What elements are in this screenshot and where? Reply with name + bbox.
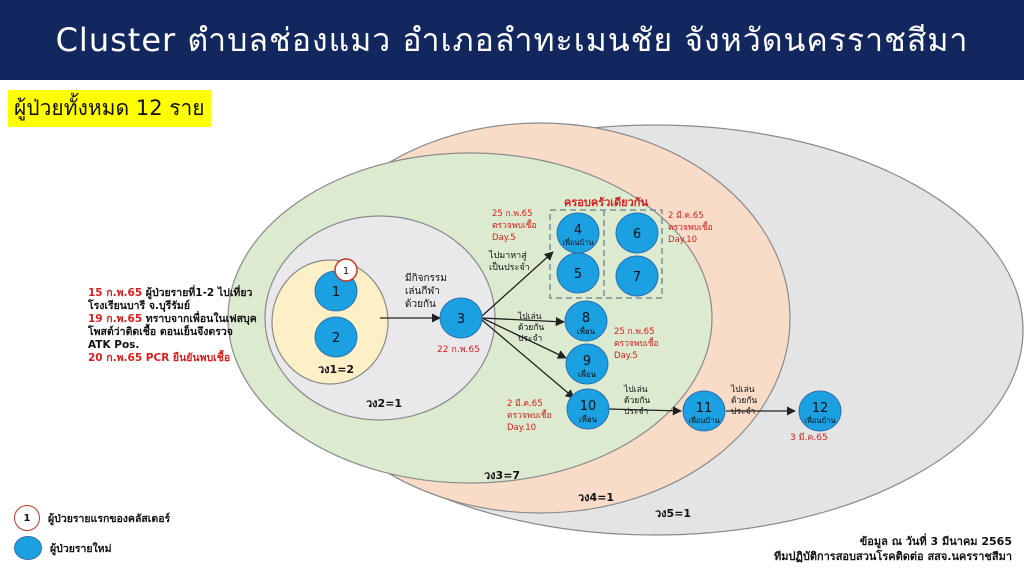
legend-new-case-label: ผู้ป่วยรายใหม่: [50, 542, 112, 555]
note-text-4: โพสต์ว่าติดเชื้อ ตอนเย็นจึงตรวจ: [88, 326, 233, 338]
node-4-label: 4: [574, 223, 582, 238]
legend-new-case: ผู้ป่วยรายใหม่: [14, 536, 112, 560]
node-12-label: 12: [812, 401, 829, 416]
node-7: 7: [615, 255, 659, 297]
first-case-badge-label: 1: [343, 266, 349, 277]
note-date-2: 19 ก.พ.65: [88, 313, 143, 325]
node-11: 11 เพื่อนบ้าน: [682, 390, 726, 432]
first-case-badge: 1: [334, 258, 358, 282]
note-node-10: 2 มี.ค.65 ตรวจพบเชื้อ Day.10: [507, 398, 554, 433]
note-text-2: โรงเรียนบารี จ.บุรีรัมย์: [88, 300, 190, 312]
node-12-date: 3 มี.ค.65: [790, 432, 828, 443]
node-2-label: 2: [332, 331, 340, 346]
source-line-2: ทีมปฏิบัติการสอบสวนโรคติดต่อ สสจ.นครราชส…: [773, 550, 1012, 563]
node-3-date: 22 ก.พ.65: [437, 345, 480, 355]
note-text-1: ผู้ป่วยรายที่1-2 ไปเที่ยว: [142, 287, 253, 299]
node-12-sub: เพื่อนบ้าน: [804, 415, 835, 425]
ring-4-label: วง4=1: [578, 491, 614, 504]
edge-10-11: [608, 406, 682, 416]
source-note: ข้อมูล ณ วันที่ 3 มีนาคม 2565 ทีมปฏิบัติ…: [774, 534, 1012, 564]
legend-first-case-icon: 1: [14, 505, 40, 531]
note-date-1: 15 ก.พ.65: [88, 287, 143, 299]
note-node-9: 25 ก.พ.65 ตรวจพบเชื้อ Day.5: [614, 327, 661, 361]
ring-3-label: วง3=7: [484, 469, 520, 482]
edge-3-8: [481, 317, 565, 327]
ring-5-label: วง5=1: [655, 507, 691, 520]
note-text-6: 20 ก.พ.65 PCR ยืนยันพบเชื้อ: [88, 352, 231, 364]
edge-label-to8: ไปเล่น ด้วยกัน ประจำ: [517, 311, 547, 344]
node-10-sub: เพื่อน: [579, 413, 598, 424]
node-11-label: 11: [696, 401, 713, 416]
edge-label-to11: ไปเล่น ด้วยกัน ประจำ: [623, 384, 653, 417]
node-5: 5: [556, 252, 600, 294]
source-line-1: ข้อมูล ณ วันที่ 3 มีนาคม 2565: [859, 535, 1012, 548]
node-11-sub: เพื่อนบ้าน: [688, 415, 719, 425]
node-12: 12 เพื่อนบ้าน: [798, 390, 842, 432]
legend-first-case: 1 ผู้ป่วยรายแรกของคลัสเตอร์: [14, 505, 170, 531]
note-text-5: ATK Pos.: [88, 339, 140, 351]
family-label: ครอบครัวเดียวกัน: [564, 196, 648, 209]
note-family-right: 2 มี.ค.65 ตรวจพบเชื้อ Day.10: [668, 210, 715, 245]
edge-3-10: [481, 319, 575, 399]
legend-first-case-num: 1: [23, 512, 31, 524]
node-10: 10 เพื่อน: [566, 388, 610, 430]
node-3: 3: [439, 297, 483, 339]
node-2: 2: [314, 316, 358, 358]
edge-label-to4: ไปมาหาสู่ เป็นประจำ: [488, 250, 530, 273]
node-6: 6: [615, 212, 659, 254]
node-8: 8 เพื่อน: [564, 300, 608, 342]
note-text-3: ทราบจากเพื่อนในเฟสบุค: [142, 313, 257, 325]
node-9: 9 เพื่อน: [565, 343, 609, 385]
node-9-sub: เพื่อน: [578, 368, 597, 379]
index-case-note: 15 ก.พ.65 ผู้ป่วยรายที่1-2 ไปเที่ยว โรงเ…: [88, 287, 288, 365]
node-9-label: 9: [583, 354, 591, 369]
node-4: 4 เพื่อนบ้าน: [556, 212, 600, 254]
node-1-label: 1: [332, 285, 340, 300]
edge-label-to3: มีกิจกรรม เล่นกีฬา ด้วยกัน: [405, 272, 450, 310]
note-family-left: 25 ก.พ.65 ตรวจพบเชื้อ Day.5: [492, 209, 539, 243]
edge-3-9: [481, 317, 567, 359]
page-title: Cluster ตำบลช่องแมว อำเภอลำทะเมนชัย จังห…: [0, 0, 1024, 80]
node-4-sub: เพื่อนบ้าน: [562, 237, 593, 247]
ring-2-label: วง2=1: [366, 397, 402, 410]
node-3-label: 3: [457, 312, 465, 327]
node-5-label: 5: [574, 267, 582, 282]
node-10-label: 10: [580, 399, 597, 414]
node-8-label: 8: [582, 311, 590, 326]
edge-3-4: [481, 251, 554, 317]
legend-first-case-label: ผู้ป่วยรายแรกของคลัสเตอร์: [48, 512, 171, 525]
total-cases-label: ผู้ป่วยทั้งหมด 12 ราย: [8, 90, 211, 127]
legend-new-case-icon: [14, 536, 42, 560]
ring-1-label: วง1=2: [318, 363, 354, 376]
node-7-label: 7: [633, 270, 641, 285]
node-6-label: 6: [633, 227, 641, 242]
node-8-sub: เพื่อน: [577, 325, 596, 336]
edge-label-to12: ไปเล่น ด้วยกัน ประจำ: [730, 384, 760, 417]
